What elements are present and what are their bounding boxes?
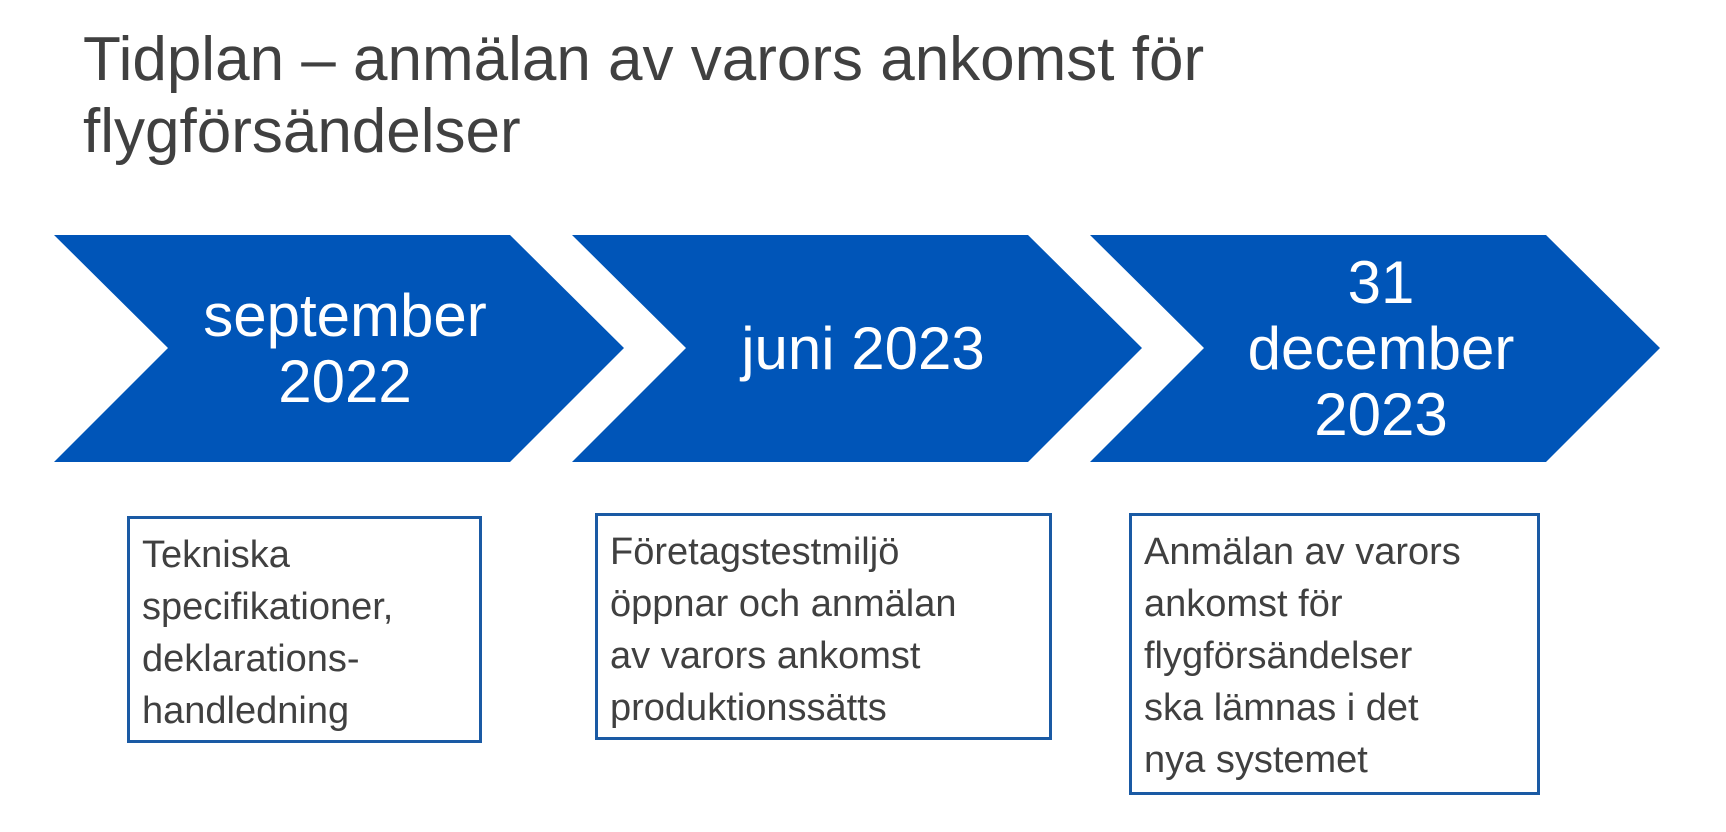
page-title: Tidplan – anmälan av varors ankomst för …	[83, 25, 1205, 166]
timeline-description-2: Företagstestmiljö öppnar och anmälan av …	[595, 513, 1052, 740]
timeline-description-1: Tekniska specifikationer, deklarations- …	[127, 516, 482, 743]
chevron-2	[572, 235, 1142, 462]
chevron-1	[54, 235, 624, 462]
chevron-3	[1090, 235, 1660, 462]
timeline-description-3: Anmälan av varors ankomst för flygförsän…	[1129, 513, 1540, 795]
timeline-label-2: juni 2023	[741, 314, 985, 382]
timeline-label-1: september 2022	[203, 281, 487, 415]
timeline-label-3: 31 december 2023	[1247, 248, 1515, 448]
